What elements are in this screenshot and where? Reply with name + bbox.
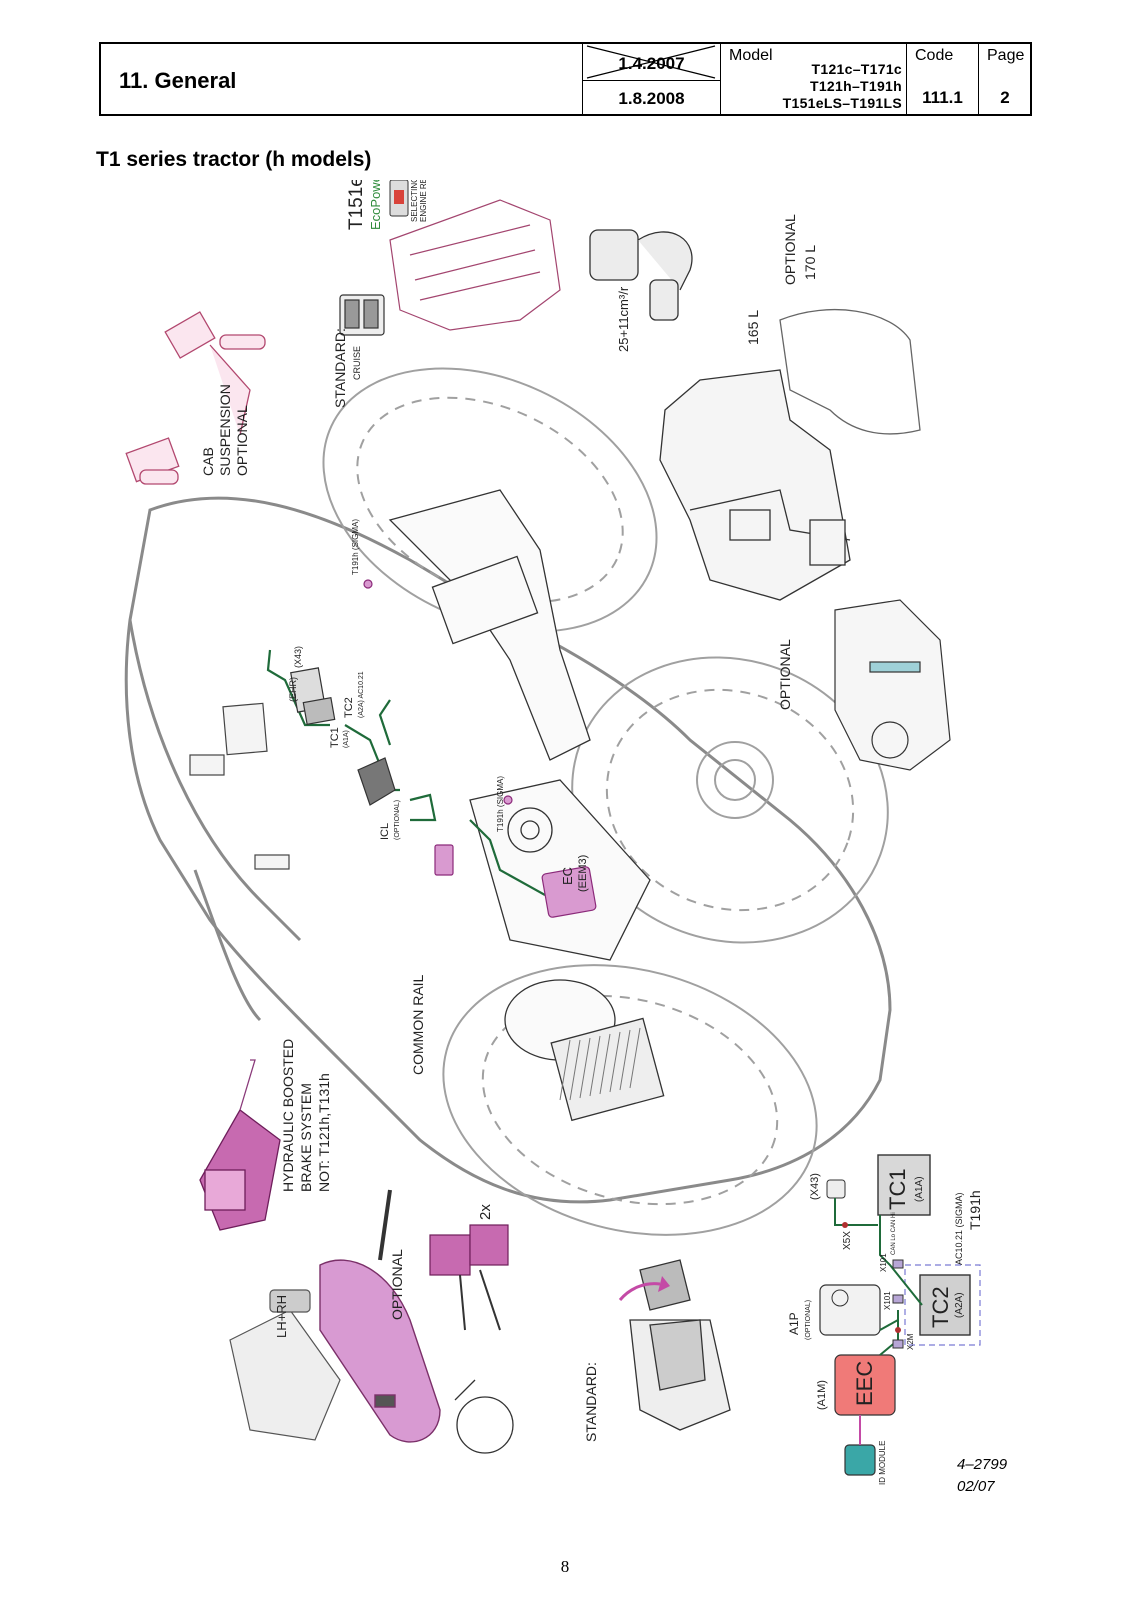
front-hitch bbox=[834, 599, 951, 771]
brake-system bbox=[199, 1059, 281, 1231]
label-selecting-2: ENGINE REV. bbox=[419, 180, 428, 222]
label-standard-bottom: STANDARD: bbox=[583, 1362, 599, 1442]
label-cab: CAB bbox=[200, 447, 216, 476]
label-t191h-right: T191h bbox=[967, 1190, 983, 1230]
model-cell: Model T121c–T171c T121h–T191h T151eLS–T1… bbox=[721, 44, 907, 114]
page-label: Page bbox=[987, 47, 1025, 64]
label-tank-165: 165 L bbox=[745, 310, 761, 345]
label-a1p: A1P bbox=[787, 1312, 801, 1335]
selector-switch bbox=[389, 180, 409, 217]
label-tank-170: 170 L bbox=[802, 245, 818, 280]
label-x43-b: (X43) bbox=[809, 1173, 821, 1200]
dates-cell: 1.4.2007 1.8.2008 bbox=[583, 44, 721, 114]
label-x43-a: (X43) bbox=[293, 646, 303, 668]
model-line: T151eLS–T191LS bbox=[782, 95, 902, 111]
current-date: 1.8.2008 bbox=[618, 89, 685, 108]
superseded-date: 1.4.2007 bbox=[583, 44, 720, 81]
label-hitch-optional: OPTIONAL bbox=[777, 639, 793, 710]
superseded-date-text: 1.4.2007 bbox=[618, 54, 685, 73]
valve-block bbox=[429, 1224, 509, 1331]
model-list: T121c–T171c T121h–T191h T151eLS–T191LS bbox=[783, 61, 902, 112]
label-2x: 2x bbox=[477, 1204, 494, 1220]
label-ec: EC bbox=[560, 867, 575, 885]
tractor-wheels bbox=[322, 367, 889, 1236]
label-x101-b: X101 bbox=[883, 1291, 892, 1310]
label-ehr: (EHR) bbox=[288, 677, 298, 702]
label-lh-rh: LH+RH bbox=[274, 1295, 289, 1338]
label-x5x: X5X bbox=[842, 1231, 853, 1250]
label-a1m: (A1M) bbox=[816, 1380, 828, 1410]
label-t151eh: T151eh bbox=[346, 180, 367, 230]
model-line: T121h–T191h bbox=[809, 78, 902, 94]
label-selecting-1: SELECTING bbox=[410, 180, 419, 222]
label-suspension: SUSPENSION bbox=[217, 384, 233, 476]
highlighted-parts bbox=[363, 579, 597, 918]
fuel-tank bbox=[659, 309, 921, 601]
label-brake-2: BRAKE SYSTEM bbox=[298, 1083, 314, 1192]
model-line: T121c–T171c bbox=[811, 61, 902, 77]
label-tc2-top: TC2 bbox=[343, 697, 355, 718]
label-armrest-optional: OPTIONAL bbox=[389, 1249, 405, 1320]
label-standard-cruise: STANDARD: bbox=[332, 328, 348, 408]
label-can: CAN Lo CAN Hi bbox=[891, 1212, 897, 1255]
label-cruise: CRUISE bbox=[352, 346, 362, 380]
label-brake-1: HYDRAULIC BOOSTED bbox=[280, 1039, 296, 1192]
code-cell: Code 111.1 bbox=[907, 44, 979, 114]
label-brake-3: NOT: T121h,T131h bbox=[316, 1073, 332, 1192]
tractor-diagram: T151eh EcoPower SELECTING ENGINE REV. ST… bbox=[124, 180, 983, 1485]
label-tc1-sub: (A1A) bbox=[343, 730, 350, 748]
page-heading: T1 series tractor (h models) bbox=[96, 148, 372, 171]
arrow-head-icon bbox=[658, 1276, 670, 1292]
label-pump-flow: 25+11cm³/r bbox=[616, 286, 631, 352]
label-eec: EEC bbox=[852, 1361, 877, 1406]
gear-lever bbox=[629, 1259, 731, 1431]
page-cell: Page 2 bbox=[979, 44, 1031, 114]
label-tank-optional: OPTIONAL bbox=[782, 214, 798, 285]
drivetrain bbox=[388, 489, 665, 1122]
label-tc1-top: TC1 bbox=[329, 727, 341, 748]
title-cell: 11. General bbox=[101, 44, 583, 114]
section-title: 11. General bbox=[119, 68, 237, 93]
label-x101-a: X101 bbox=[879, 1253, 888, 1272]
label-t191h-sigma-a: T191h (SIGMA) bbox=[351, 519, 360, 575]
pump bbox=[589, 229, 693, 321]
label-tc2-box: TC2 bbox=[928, 1286, 953, 1328]
seat bbox=[229, 1289, 341, 1441]
drawing-date: 02/07 bbox=[957, 1478, 995, 1495]
label-tc1-box-sub: (A1A) bbox=[914, 1176, 925, 1202]
armrest bbox=[319, 1189, 441, 1443]
label-eem3: (EEM3) bbox=[577, 855, 589, 892]
arrow-icon bbox=[618, 1282, 661, 1301]
diagram-labels: T151eh EcoPower SELECTING ENGINE REV. ST… bbox=[200, 180, 983, 1485]
page-number: 8 bbox=[560, 1557, 570, 1576]
cab-suspension bbox=[125, 311, 266, 485]
page-value: 2 bbox=[1000, 88, 1010, 107]
label-a1p-optional: (OPTIONAL) bbox=[805, 1300, 812, 1340]
label-tc2-sub: (A2A) AC10.21 bbox=[358, 671, 365, 718]
drawing-number: 4–2799 bbox=[957, 1456, 1008, 1473]
code-label: Code bbox=[915, 47, 954, 64]
label-icl: ICL bbox=[379, 823, 391, 840]
dashboard-panel bbox=[389, 199, 561, 331]
label-ac1021-sigma: AC10.21 (SIGMA) bbox=[954, 1192, 964, 1265]
label-tc2-box-sub: (A2A) bbox=[954, 1292, 965, 1318]
operator-lever bbox=[454, 1379, 514, 1454]
label-common-rail: COMMON RAIL bbox=[410, 974, 426, 1075]
label-x2m: X2M bbox=[906, 1333, 915, 1350]
label-icl-optional: (OPTIONAL) bbox=[394, 800, 401, 840]
label-tc1-box: TC1 bbox=[885, 1168, 910, 1210]
label-ecopower: EcoPower bbox=[368, 180, 383, 230]
cruise-switch bbox=[339, 294, 385, 336]
header-table: 11. General 1.4.2007 1.8.2008 Model T121… bbox=[99, 42, 1032, 116]
ecu-modules bbox=[290, 667, 396, 806]
drawing-code: 4–2799 02/07 bbox=[957, 1454, 1007, 1498]
code-value: 111.1 bbox=[922, 88, 963, 107]
model-label: Model bbox=[729, 47, 773, 64]
strike-cross-icon bbox=[586, 45, 716, 79]
label-id-module: ID MODULE bbox=[878, 1441, 887, 1485]
cab-interior bbox=[189, 702, 290, 870]
label-cab-optional: OPTIONAL bbox=[234, 405, 250, 476]
label-t191h-sigma-b: T191h (SIGMA) bbox=[496, 776, 505, 832]
wiring-schematic bbox=[819, 1154, 981, 1476]
